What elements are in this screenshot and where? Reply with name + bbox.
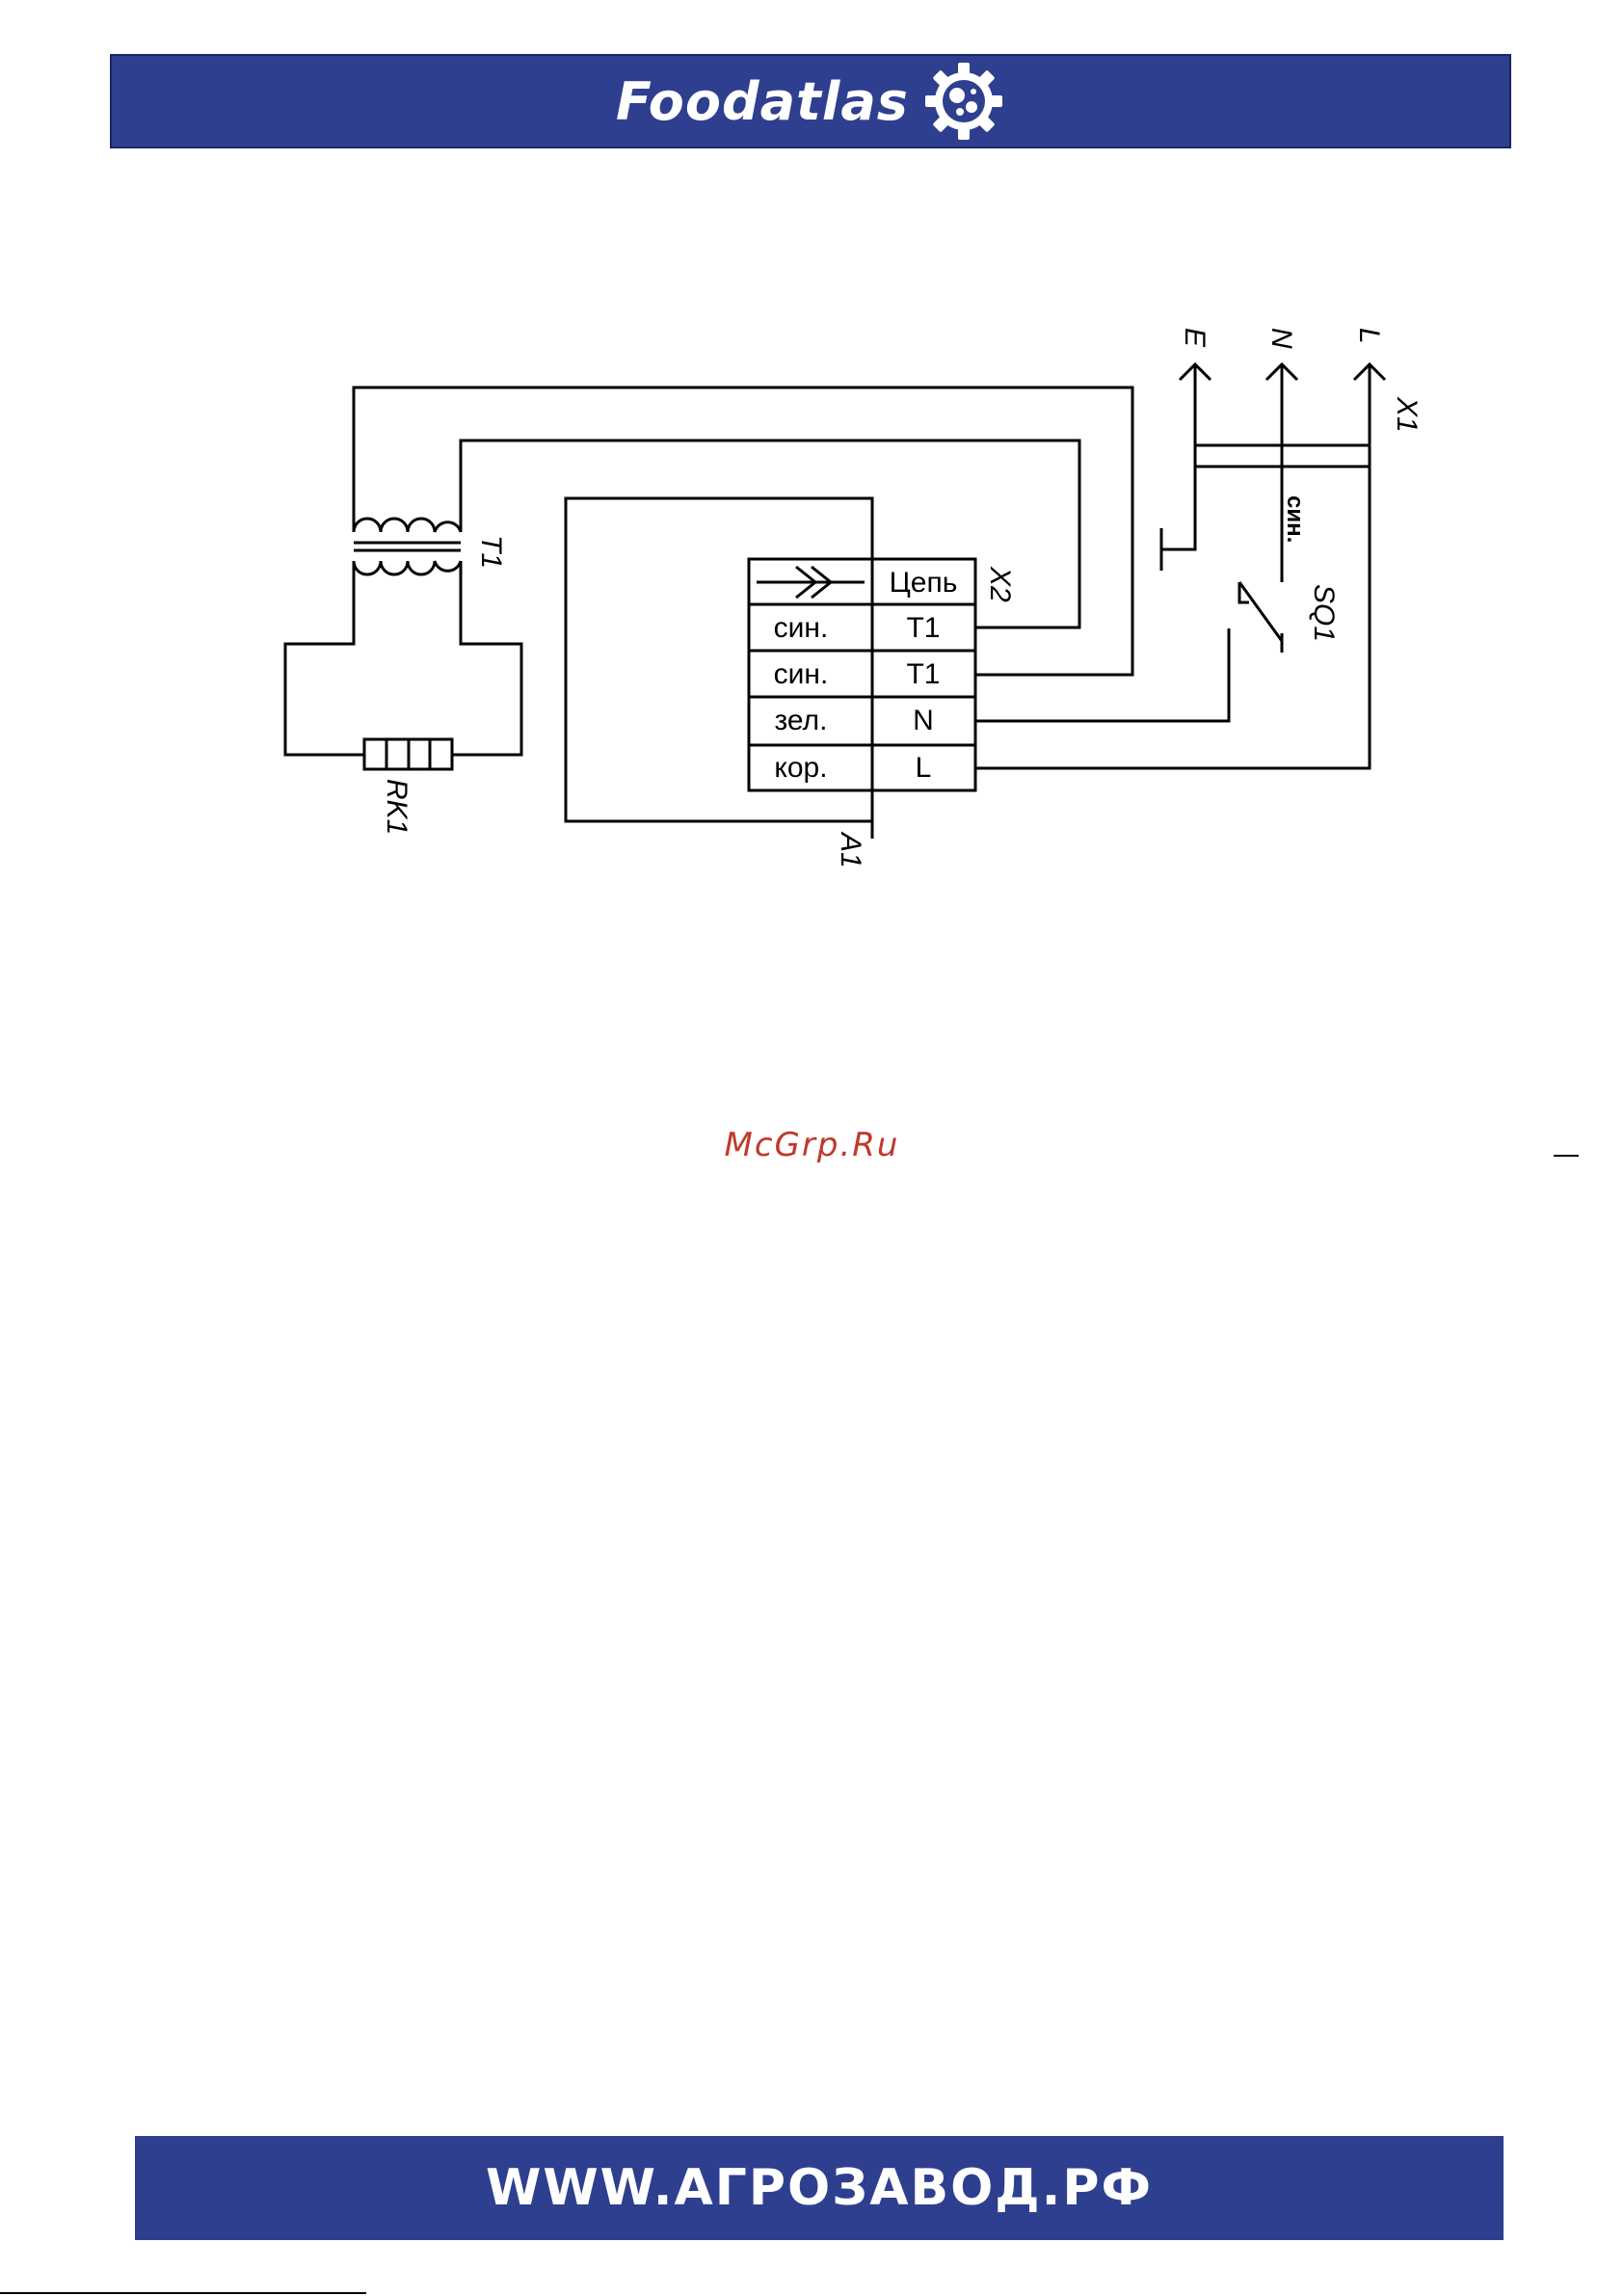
wire-t1-outer — [354, 387, 1132, 675]
terminal-e-label: E — [1179, 328, 1211, 348]
x2-circuit-4: L — [916, 752, 932, 784]
x2-circuit-3: N — [913, 705, 934, 736]
bottom-rule — [0, 2292, 366, 2294]
terminal-l-label: L — [1353, 328, 1385, 344]
terminal-n-label: N — [1265, 328, 1297, 349]
x2-wire-3: зел. — [775, 705, 828, 736]
transformer-t1-label: T1 — [475, 535, 507, 569]
x2-wire-4: кор. — [774, 752, 827, 784]
switch-sq1-label: SQ1 — [1308, 584, 1340, 642]
wire-rk1-left — [285, 561, 364, 755]
wiring-diagram: Цепь син. T1 син. T1 зел. N кор. L X2 T1… — [0, 0, 1624, 964]
switch-wire-label: син. — [1282, 495, 1308, 543]
wire-l — [975, 366, 1370, 768]
x2-header: Цепь — [890, 567, 958, 599]
wire-earth — [1161, 366, 1195, 549]
footer-banner[interactable]: WWW.АГРОЗАВОД.РФ — [135, 2136, 1504, 2240]
wire-rk1-right — [452, 561, 521, 755]
resistor-rk1-label: RK1 — [381, 779, 413, 835]
terminal-x1-label: X1 — [1391, 396, 1423, 433]
x2-circuit-2: T1 — [906, 658, 940, 690]
controller-a1-label: A1 — [835, 831, 866, 868]
side-dash — [1554, 1155, 1579, 1157]
switch-sq1 — [1239, 582, 1282, 641]
connector-x2-label: X2 — [984, 566, 1016, 602]
watermark: McGrp.Ru — [0, 1126, 1624, 1164]
x2-circuit-1: T1 — [906, 612, 940, 644]
transformer-primary-coil — [354, 519, 461, 532]
footer-url-link[interactable]: WWW.АГРОЗАВОД.РФ — [486, 2159, 1153, 2217]
x2-wire-2: син. — [774, 658, 829, 690]
x2-wire-1: син. — [774, 612, 829, 644]
transformer-secondary-coil — [354, 561, 461, 574]
